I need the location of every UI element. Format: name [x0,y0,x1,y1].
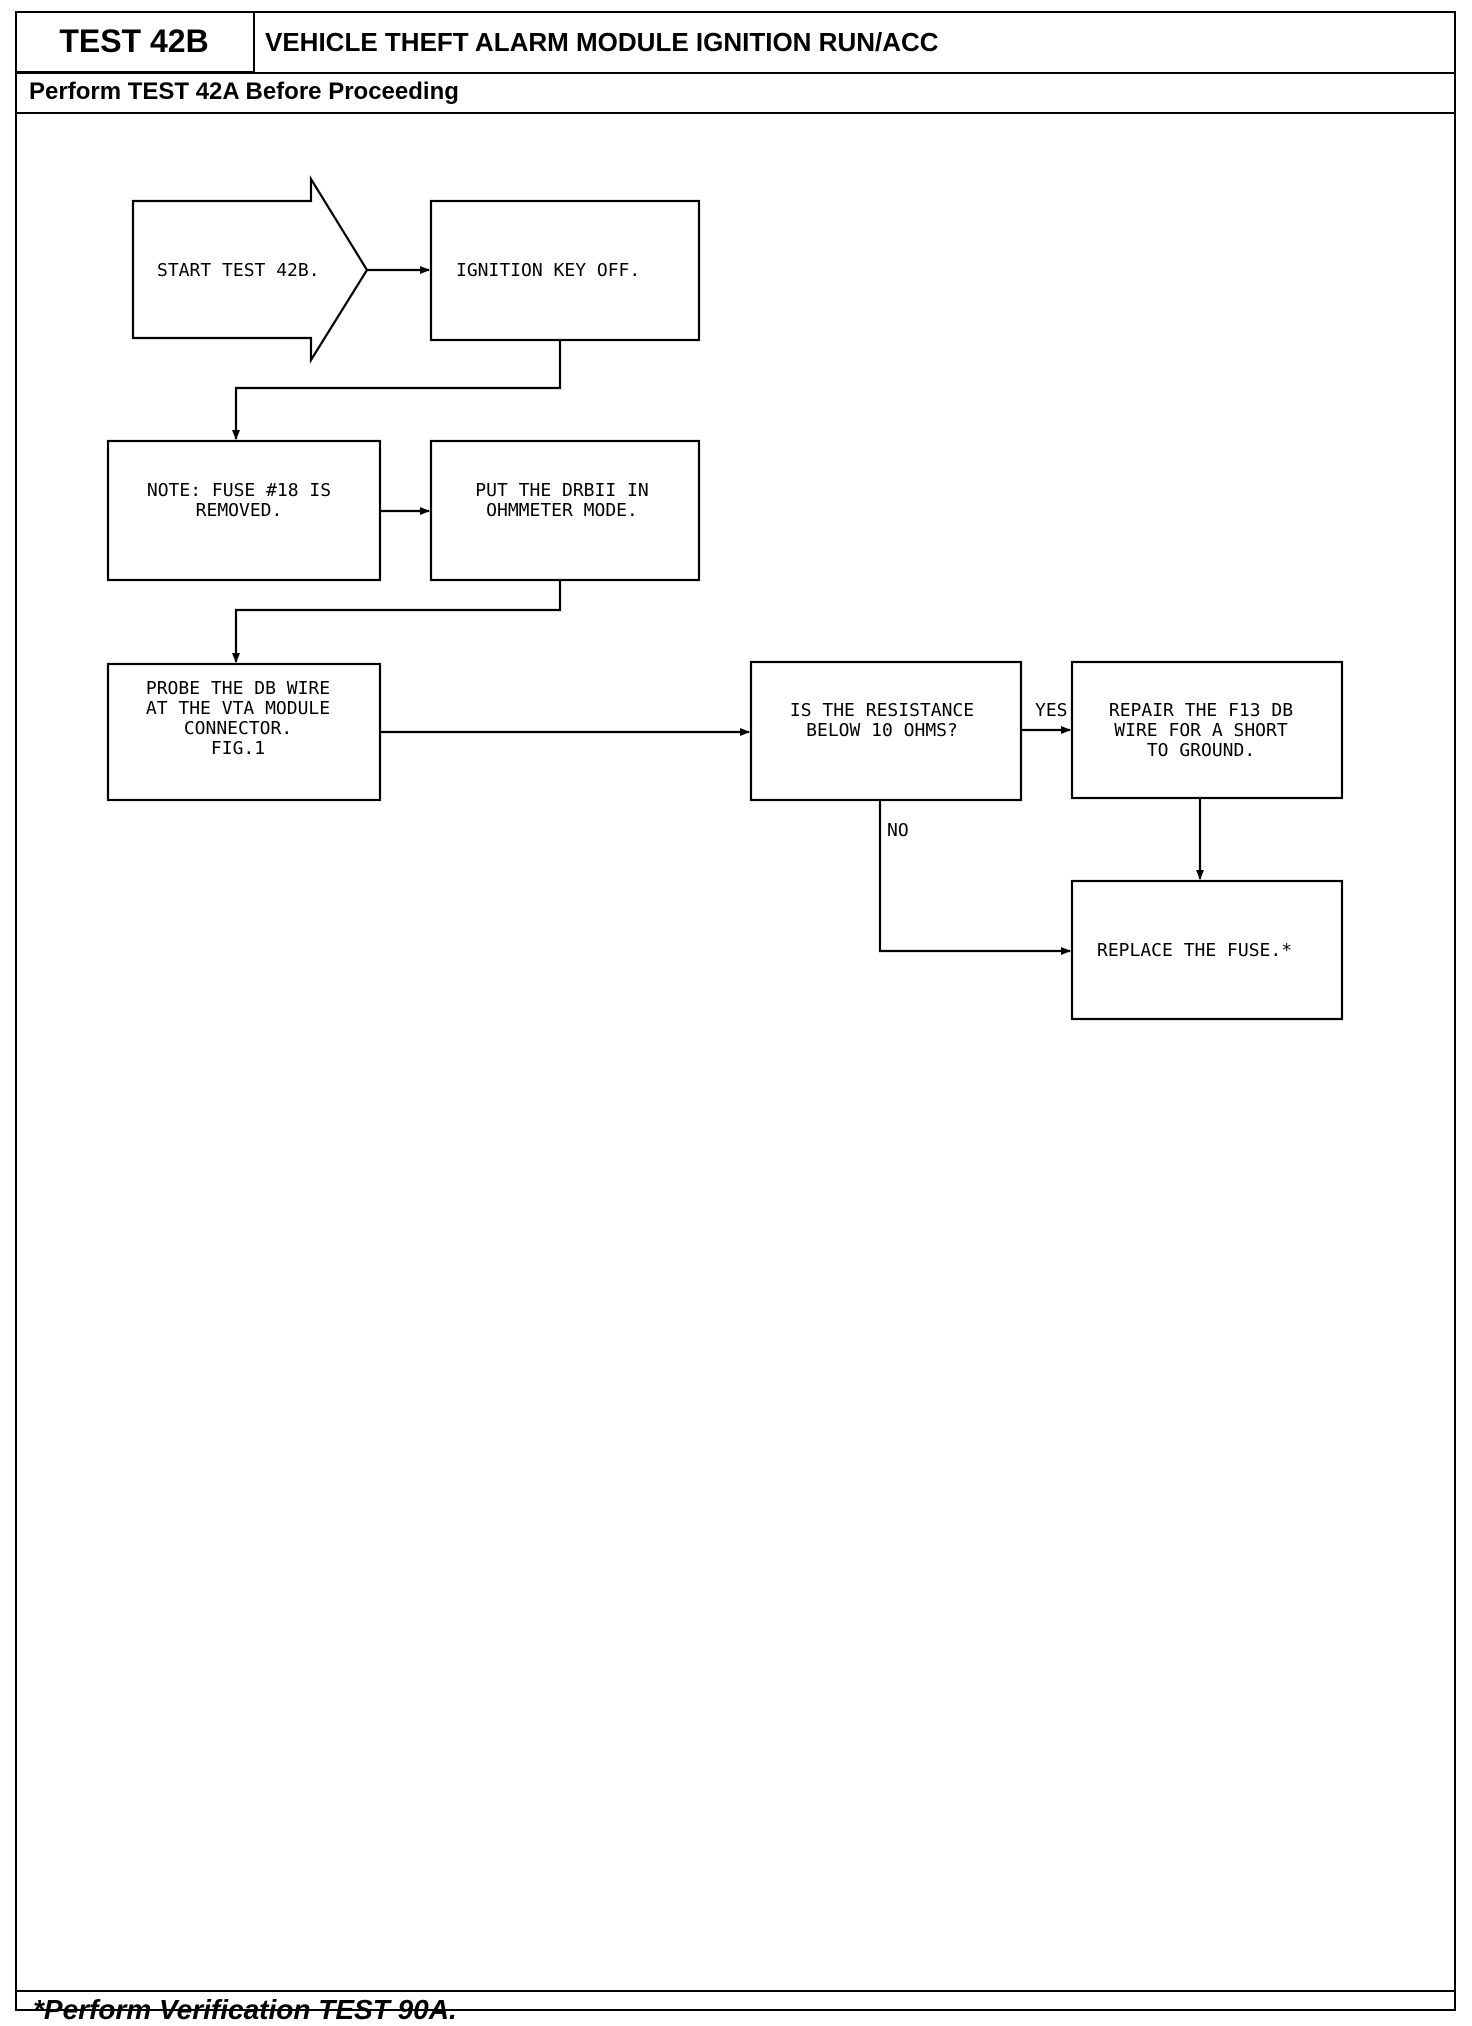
node-text-line: CONNECTOR. [184,718,292,739]
start-node-text: START TEST 42B. [157,260,320,281]
footer-divider [15,1990,1456,1992]
yes-label: YES [1035,700,1068,721]
node-text-line: PUT THE DRBII IN [475,480,648,501]
header-divider [15,72,1456,74]
node-text-line: AT THE VTA MODULE [146,698,330,719]
probe-box [106,662,382,802]
repair-box [1070,660,1344,800]
ohmmeter-box [429,439,701,582]
flowchart: START TEST 42B. IGNITION KEY OFF. NOTE: … [106,175,1344,1021]
edge-ignition-to-note [232,340,562,440]
subheading-divider [15,112,1456,114]
node-text-line: OHMMETER MODE. [486,500,638,521]
replace-fuse-box [1070,879,1344,1021]
edge-no [878,800,1071,955]
node-text-line: TO GROUND. [1147,740,1255,761]
node-text-line: REPLACE THE FUSE.* [1097,940,1292,961]
node-text-line: NOTE: FUSE #18 IS [147,480,331,501]
start-node [131,175,369,364]
edge-ohmmeter-to-probe [232,580,562,663]
node-text-line: REPAIR THE F13 DB [1109,700,1293,721]
page-title: VEHICLE THEFT ALARM MODULE IGNITION RUN/… [265,26,939,57]
node-text-line: IGNITION KEY OFF. [456,260,640,281]
node-text-line: BELOW 10 OHMS? [806,720,958,741]
node-text-line: REMOVED. [196,500,283,521]
no-label: NO [887,820,909,841]
node-text-line: START TEST 42B. [157,260,320,281]
replace-fuse-text: REPLACE THE FUSE.* [1097,940,1292,961]
subheading: Perform TEST 42A Before Proceeding [29,78,459,105]
node-text-line: PROBE THE DB WIRE [146,678,330,699]
node-text-line: IS THE RESISTANCE [790,700,974,721]
node-text-line: WIRE FOR A SHORT [1114,720,1288,741]
ignition-off-box [429,199,701,342]
page-frame [15,11,1456,2011]
node-text-line: FIG.1 [211,738,265,759]
footer-note: *Perform Verification TEST 90A. [33,1994,457,2025]
resistance-question-box [749,660,1023,802]
note-fuse-box [106,439,382,582]
ignition-off-text: IGNITION KEY OFF. [456,260,640,281]
